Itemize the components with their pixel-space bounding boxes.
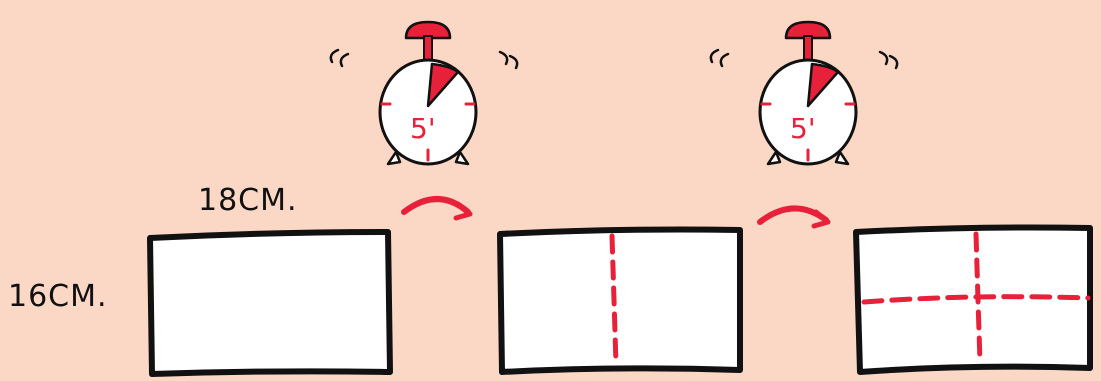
shake-mark-left bbox=[329, 48, 350, 68]
clock-face bbox=[758, 58, 858, 166]
sheet-quartered bbox=[853, 224, 1093, 375]
curved-arrow-icon bbox=[757, 205, 831, 229]
time-sector bbox=[426, 62, 460, 108]
height-label: 16CM. bbox=[8, 279, 108, 314]
clock-stem bbox=[803, 35, 813, 63]
sheet-halved bbox=[497, 226, 743, 375]
clock-bell bbox=[404, 20, 452, 40]
time-sector bbox=[806, 62, 840, 108]
sheet-whole bbox=[147, 229, 393, 377]
clock-stem bbox=[423, 35, 433, 63]
shake-mark-left bbox=[709, 48, 730, 68]
alarm-clock-icon: 5' bbox=[329, 20, 519, 166]
clock-foot-right bbox=[454, 150, 470, 166]
timer-label: 5' bbox=[790, 112, 816, 145]
horizontal-cut-line bbox=[861, 294, 1091, 305]
clock-face bbox=[378, 58, 478, 166]
vertical-cut-line bbox=[973, 231, 983, 365]
clock-bell bbox=[784, 20, 832, 40]
curved-arrow-icon bbox=[401, 196, 473, 221]
width-label: 18CM. bbox=[198, 183, 298, 218]
shake-mark-right bbox=[878, 50, 899, 70]
clock-foot-left bbox=[766, 150, 782, 166]
timer-label: 5' bbox=[410, 112, 436, 145]
alarm-clock-icon: 5' bbox=[709, 20, 899, 166]
clock-foot-left bbox=[386, 150, 402, 166]
vertical-cut-line bbox=[609, 233, 619, 367]
clock-foot-right bbox=[834, 150, 850, 166]
shake-mark-right bbox=[498, 50, 519, 70]
